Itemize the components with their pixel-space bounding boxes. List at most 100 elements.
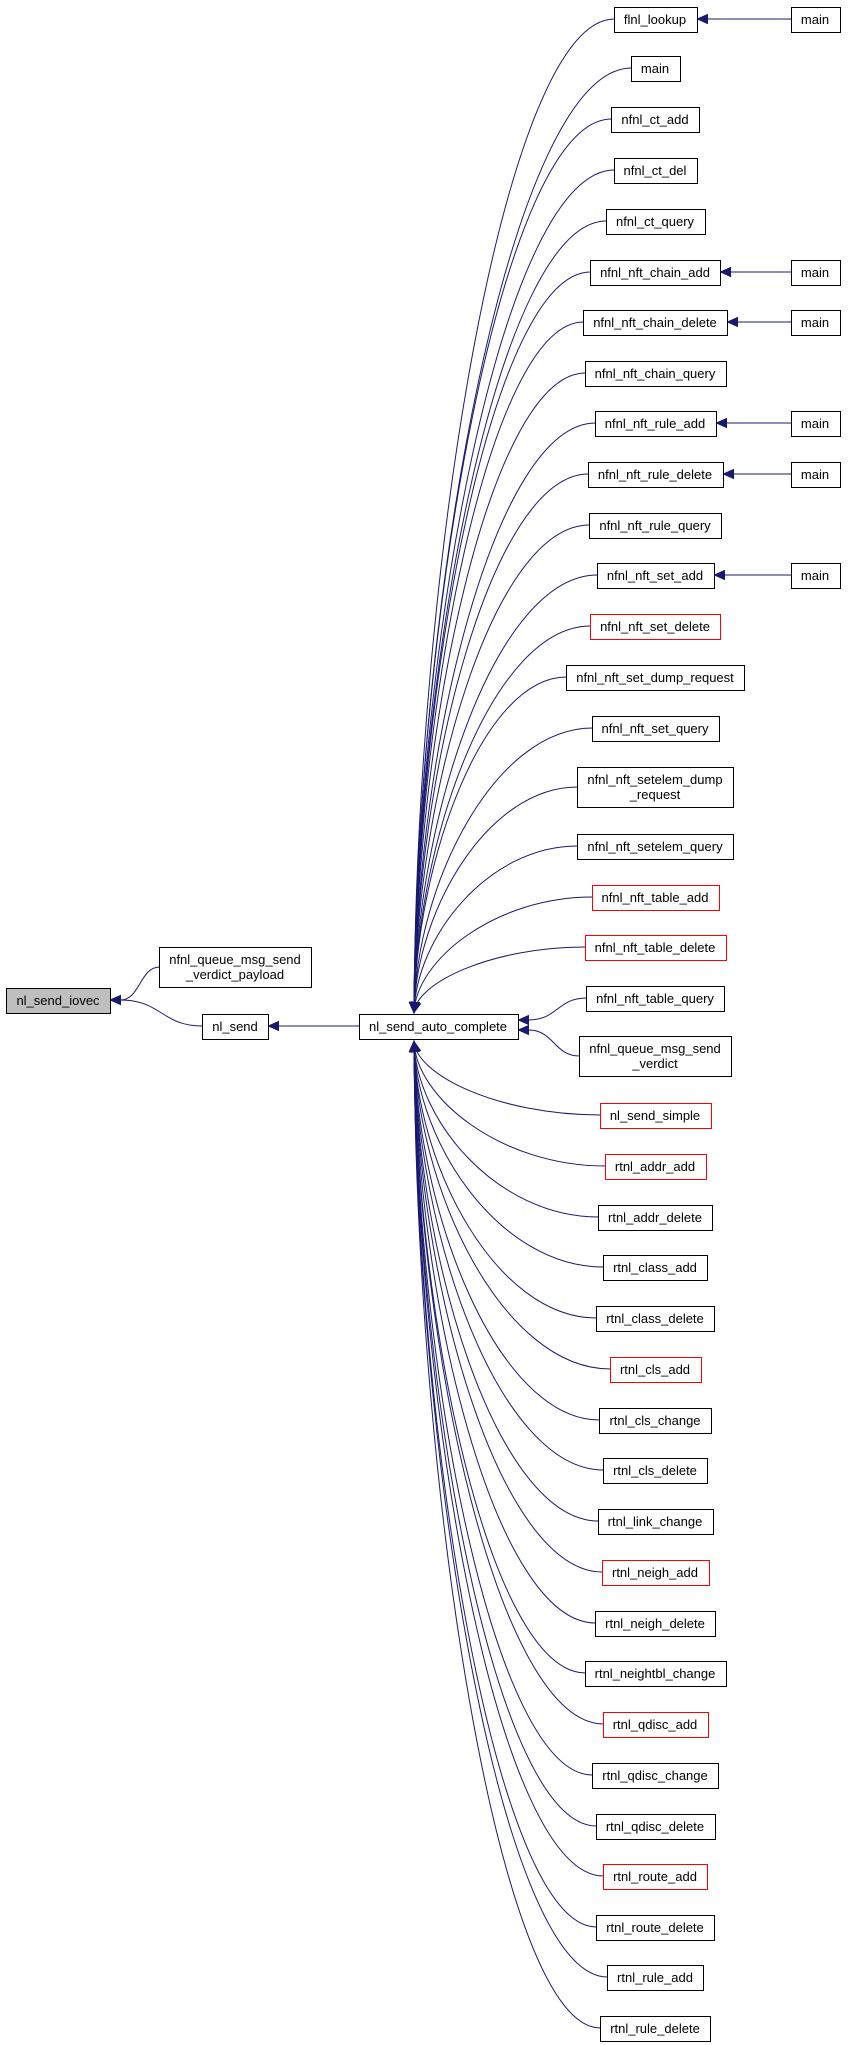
node-main-d[interactable]: main [791,310,841,336]
edge-nfnl-nft-set-query-to-nl-send-auto-complete [413,727,593,1013]
edge-nfnl-ct-del-to-nl-send-auto-complete [413,169,615,1013]
node-flnl-lookup[interactable]: flnl_lookup [614,7,698,33]
node-box [595,1611,716,1637]
node-rtnl-link-change[interactable]: rtnl_link_change [598,1509,714,1535]
node-rtnl-qdisc-change[interactable]: rtnl_qdisc_change [592,1763,719,1789]
node-rtnl-addr-add[interactable]: rtnl_addr_add [605,1154,707,1180]
edge-rtnl-addr-delete-to-nl-send-auto-complete [413,1041,599,1218]
node-nfnl-nft-table-add[interactable]: nfnl_nft_table_add [592,885,720,911]
edge-nfnl-nft-set-dump-request-to-nl-send-auto-complete [413,676,567,1013]
node-nfnl-nft-rule-query[interactable]: nfnl_nft_rule_query [589,513,722,539]
node-label: main [801,467,829,482]
node-nfnl-nft-chain-delete[interactable]: nfnl_nft_chain_delete [583,310,728,336]
node-nfnl-nft-setelem-query[interactable]: nfnl_nft_setelem_query [577,834,734,860]
node-nfnl-queue-msg-send-verdict-payload[interactable]: nfnl_queue_msg_send_verdict_payload [159,947,312,988]
node-label: rtnl_neigh_delete [605,1616,705,1631]
edge-flnl-lookup-to-nl-send-auto-complete [413,18,615,1013]
node-rtnl-neigh-delete[interactable]: rtnl_neigh_delete [595,1611,716,1637]
node-nfnl-nft-setelem-dump-request[interactable]: nfnl_nft_setelem_dump_request [577,767,734,808]
node-label: rtnl_addr_delete [608,1210,702,1225]
edge-nl-send-to-nl-send-iovec [120,999,203,1027]
edge-rtnl-neigh-add-to-nl-send-auto-complete [413,1041,603,1573]
node-nfnl-queue-msg-send-verdict[interactable]: nfnl_queue_msg_send_verdict [579,1036,732,1077]
node-box [202,1014,269,1040]
node-main-g[interactable]: main [791,563,841,589]
node-box [577,834,734,860]
arrowhead [109,994,121,1006]
edge-nfnl-nft-chain-query-to-nl-send-auto-complete [413,372,586,1013]
node-label: main [801,12,829,27]
node-nfnl-ct-add[interactable]: nfnl_ct_add [611,107,700,133]
node-label: main [801,568,829,583]
node-label: _verdict_payload [185,967,284,982]
node-rtnl-neightbl-change[interactable]: rtnl_neightbl_change [585,1661,727,1687]
node-box [585,361,727,387]
arrowhead [719,266,731,278]
node-main-a[interactable]: main [791,7,841,33]
node-label: rtnl_rule_delete [610,2021,700,2036]
node-label: nl_send_iovec [16,993,100,1008]
node-box [603,1712,709,1738]
node-main-c[interactable]: main [791,260,841,286]
edge-rtnl-cls-change-to-nl-send-auto-complete [413,1041,600,1421]
node-label: nfnl_nft_rule_query [599,518,711,533]
node-nfnl-nft-chain-add[interactable]: nfnl_nft_chain_add [590,260,721,286]
node-rtnl-qdisc-add[interactable]: rtnl_qdisc_add [603,1712,709,1738]
edge-rtnl-route-add-to-nl-send-auto-complete [413,1041,604,1877]
edge-nfnl-queue-msg-send-verdict-payload-to-nl-send-iovec [120,966,160,1001]
node-rtnl-cls-delete[interactable]: rtnl_cls_delete [603,1458,708,1484]
node-rtnl-class-delete[interactable]: rtnl_class_delete [596,1306,715,1332]
node-rtnl-route-delete[interactable]: rtnl_route_delete [596,1915,715,1941]
node-nfnl-nft-rule-add[interactable]: nfnl_nft_rule_add [595,411,717,437]
node-nfnl-nft-set-dump-request[interactable]: nfnl_nft_set_dump_request [566,665,745,691]
node-rtnl-rule-delete[interactable]: rtnl_rule_delete [600,2016,711,2042]
node-label: rtnl_qdisc_delete [606,1819,704,1834]
node-nl-send-simple[interactable]: nl_send_simple [600,1103,712,1129]
node-rtnl-qdisc-delete[interactable]: rtnl_qdisc_delete [596,1814,716,1840]
node-label: nfnl_nft_table_add [602,890,709,905]
node-nfnl-nft-table-query[interactable]: nfnl_nft_table_query [586,986,725,1012]
edge-rtnl-neigh-delete-to-nl-send-auto-complete [413,1041,596,1624]
node-nfnl-nft-set-delete[interactable]: nfnl_nft_set_delete [590,614,721,640]
node-label: main [801,416,829,431]
node-main-f[interactable]: main [791,462,841,488]
node-box [596,1915,715,1941]
node-rtnl-cls-add[interactable]: rtnl_cls_add [610,1357,702,1383]
edge-rtnl-class-add-to-nl-send-auto-complete [413,1041,604,1268]
node-nfnl-ct-query[interactable]: nfnl_ct_query [606,209,706,235]
node-rtnl-addr-delete[interactable]: rtnl_addr_delete [598,1205,713,1231]
node-rtnl-cls-change[interactable]: rtnl_cls_change [599,1408,712,1434]
node-label: nfnl_nft_setelem_query [587,839,723,854]
node-nfnl-nft-rule-delete[interactable]: nfnl_nft_rule_delete [588,462,724,488]
node-nl-send-auto-complete[interactable]: nl_send_auto_complete [359,1014,519,1040]
node-label: _request [629,787,681,802]
node-nfnl-nft-set-query[interactable]: nfnl_nft_set_query [592,716,720,742]
node-label: nfnl_queue_msg_send [169,952,301,967]
node-rtnl-neigh-add[interactable]: rtnl_neigh_add [602,1560,710,1586]
node-nfnl-nft-chain-query[interactable]: nfnl_nft_chain_query [585,361,727,387]
node-label: flnl_lookup [624,12,686,27]
node-label: nfnl_nft_chain_add [600,265,710,280]
node-box [791,411,841,437]
edge-nfnl-nft-table-query-to-nl-send-auto-complete [528,997,587,1021]
node-main-b[interactable]: main [631,56,681,82]
node-box [579,1036,732,1077]
edge-nfnl-ct-add-to-nl-send-auto-complete [413,118,612,1013]
node-box [586,986,725,1012]
node-label: nfnl_nft_table_delete [595,940,716,955]
node-main-e[interactable]: main [791,411,841,437]
node-nfnl-ct-del[interactable]: nfnl_ct_del [614,158,698,184]
node-rtnl-class-add[interactable]: rtnl_class_add [603,1255,708,1281]
node-label: rtnl_link_change [608,1514,703,1529]
node-nfnl-nft-table-delete[interactable]: nfnl_nft_table_delete [585,935,727,961]
node-nl-send[interactable]: nl_send [202,1014,269,1040]
node-rtnl-rule-add[interactable]: rtnl_rule_add [607,1965,704,1991]
node-box [791,310,841,336]
node-box [592,885,720,911]
node-rtnl-route-add[interactable]: rtnl_route_add [603,1864,708,1890]
node-box [605,1154,707,1180]
arrowhead [517,1024,529,1036]
node-nl-send-iovec[interactable]: nl_send_iovec [6,988,111,1014]
node-nfnl-nft-set-add[interactable]: nfnl_nft_set_add [597,563,715,589]
